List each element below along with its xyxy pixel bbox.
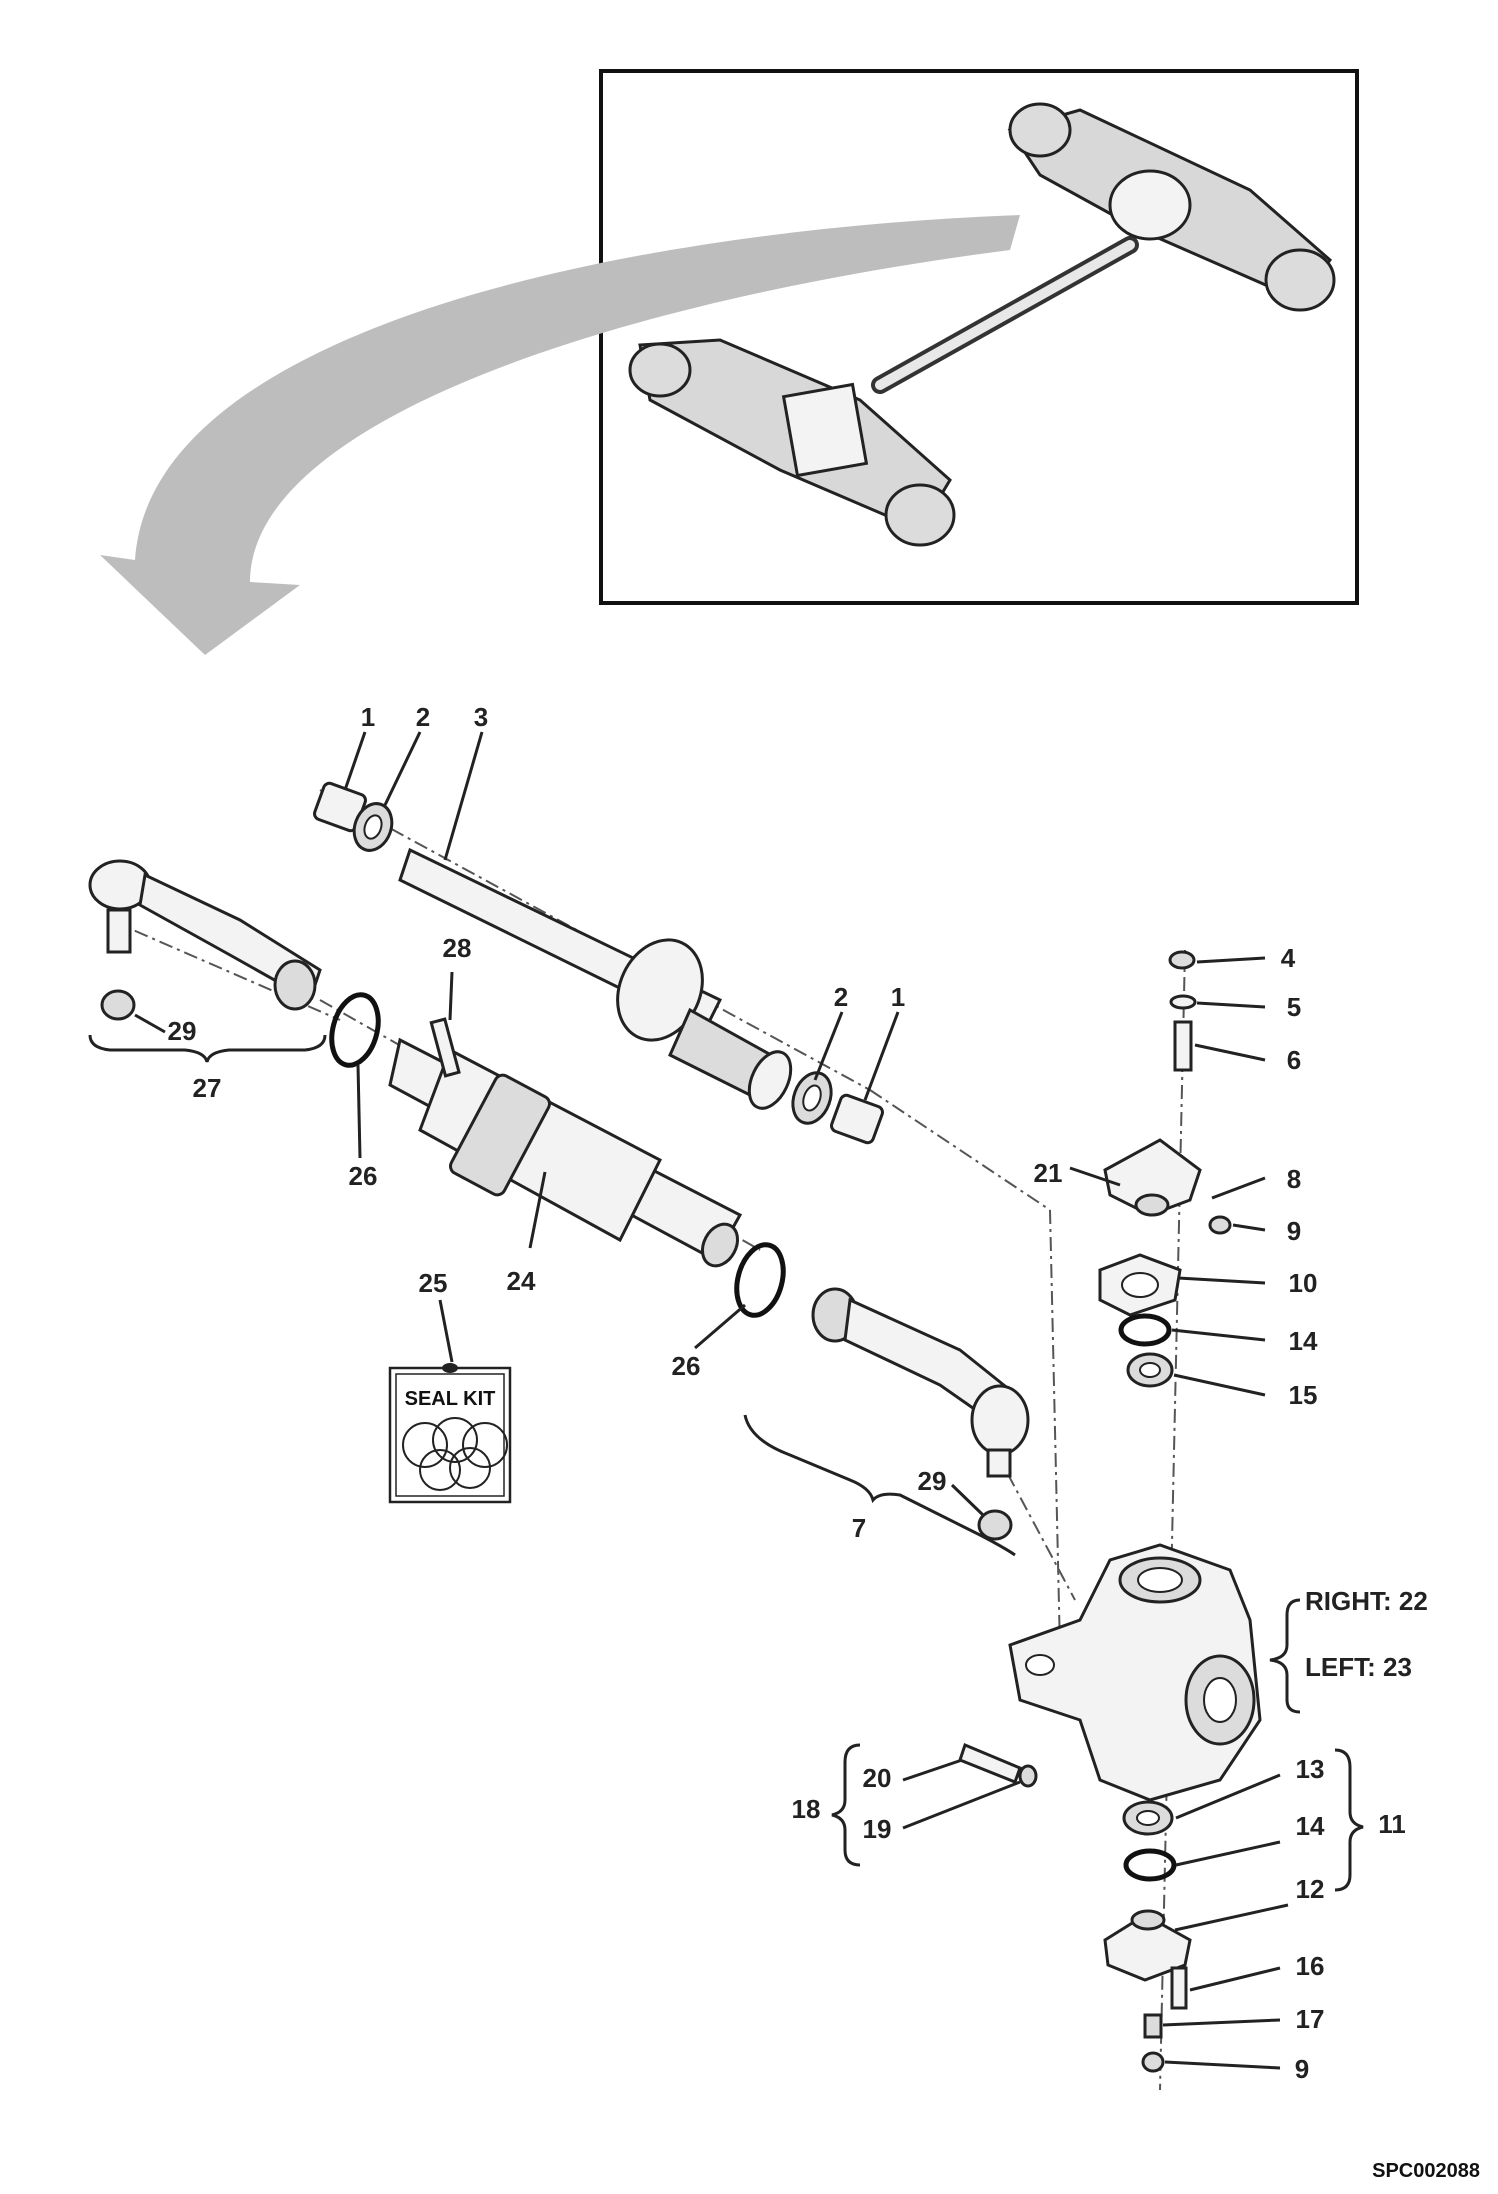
callout-1: 1 — [891, 982, 905, 1012]
callout-24: 24 — [507, 1266, 536, 1296]
tie-rod-left — [88, 859, 322, 1021]
callout-27: 27 — [193, 1073, 222, 1103]
callout-11: 11 — [1378, 1809, 1406, 1839]
callout-9: 9 — [1295, 2054, 1309, 2084]
callout-14: 14 — [1289, 1326, 1318, 1356]
callout-18: 18 — [792, 1794, 821, 1824]
callout-8: 8 — [1287, 1164, 1301, 1194]
callout-15: 15 — [1289, 1380, 1318, 1410]
lower-king-pin-stack — [1103, 1800, 1192, 2073]
steering-knuckle — [1008, 1543, 1262, 1802]
callout-5: 5 — [1287, 992, 1301, 1022]
callout-21: 21 — [1034, 1158, 1063, 1188]
callout-2: 2 — [834, 982, 848, 1012]
callout-19: 19 — [863, 1814, 892, 1844]
callout-12: 12 — [1296, 1874, 1325, 1904]
leader-lines — [134, 731, 1289, 2070]
seal-kit: SEAL KIT — [388, 1363, 512, 1504]
brace-27 — [88, 1034, 327, 1063]
callout-14: 14 — [1296, 1811, 1325, 1841]
shaft-assembly — [313, 781, 793, 1110]
callout-10: 10 — [1289, 1268, 1318, 1298]
tie-rod-right — [811, 1287, 1030, 1541]
right-side-label: RIGHT: 22 — [1305, 1586, 1428, 1616]
steering-cylinder — [388, 1017, 743, 1268]
bracket-right-left — [1269, 1598, 1301, 1714]
callout-6: 6 — [1287, 1045, 1301, 1075]
callout-28: 28 — [443, 933, 472, 963]
o-ring-left — [329, 992, 381, 1068]
curved-arrow — [100, 215, 1020, 655]
bolt-washer — [958, 1742, 1038, 1788]
brace-7 — [743, 1414, 1016, 1557]
callout-numbers: 1 2 3 28 2 1 4 5 6 21 8 9 10 14 15 29 27… — [168, 702, 1406, 2084]
callout-3: 3 — [474, 702, 488, 732]
axle-overview-inset — [599, 69, 1359, 605]
callout-4: 4 — [1281, 943, 1296, 973]
callout-29: 29 — [918, 1466, 947, 1496]
seal-kit-label: SEAL KIT — [405, 1388, 496, 1410]
callout-25: 25 — [419, 1268, 448, 1298]
callout-26: 26 — [672, 1351, 701, 1381]
callout-9: 9 — [1287, 1216, 1301, 1246]
callout-17: 17 — [1296, 2004, 1325, 2034]
left-side-label: LEFT: 23 — [1305, 1652, 1412, 1682]
callout-16: 16 — [1296, 1951, 1325, 1981]
bearing-sleeve-right — [791, 1071, 884, 1145]
bracket-18 — [831, 1743, 861, 1867]
diagram-code: SPC002088 — [1372, 2160, 1480, 2182]
o-ring-right — [734, 1242, 786, 1318]
bracket-11 — [1334, 1748, 1364, 1892]
upper-king-pin-stack — [1098, 950, 1232, 1388]
callout-1: 1 — [361, 702, 375, 732]
callout-20: 20 — [863, 1763, 892, 1793]
callout-29: 29 — [168, 1016, 197, 1046]
callout-2: 2 — [416, 702, 430, 732]
callout-26: 26 — [349, 1161, 378, 1191]
callout-7: 7 — [852, 1513, 866, 1543]
callout-13: 13 — [1296, 1754, 1325, 1784]
